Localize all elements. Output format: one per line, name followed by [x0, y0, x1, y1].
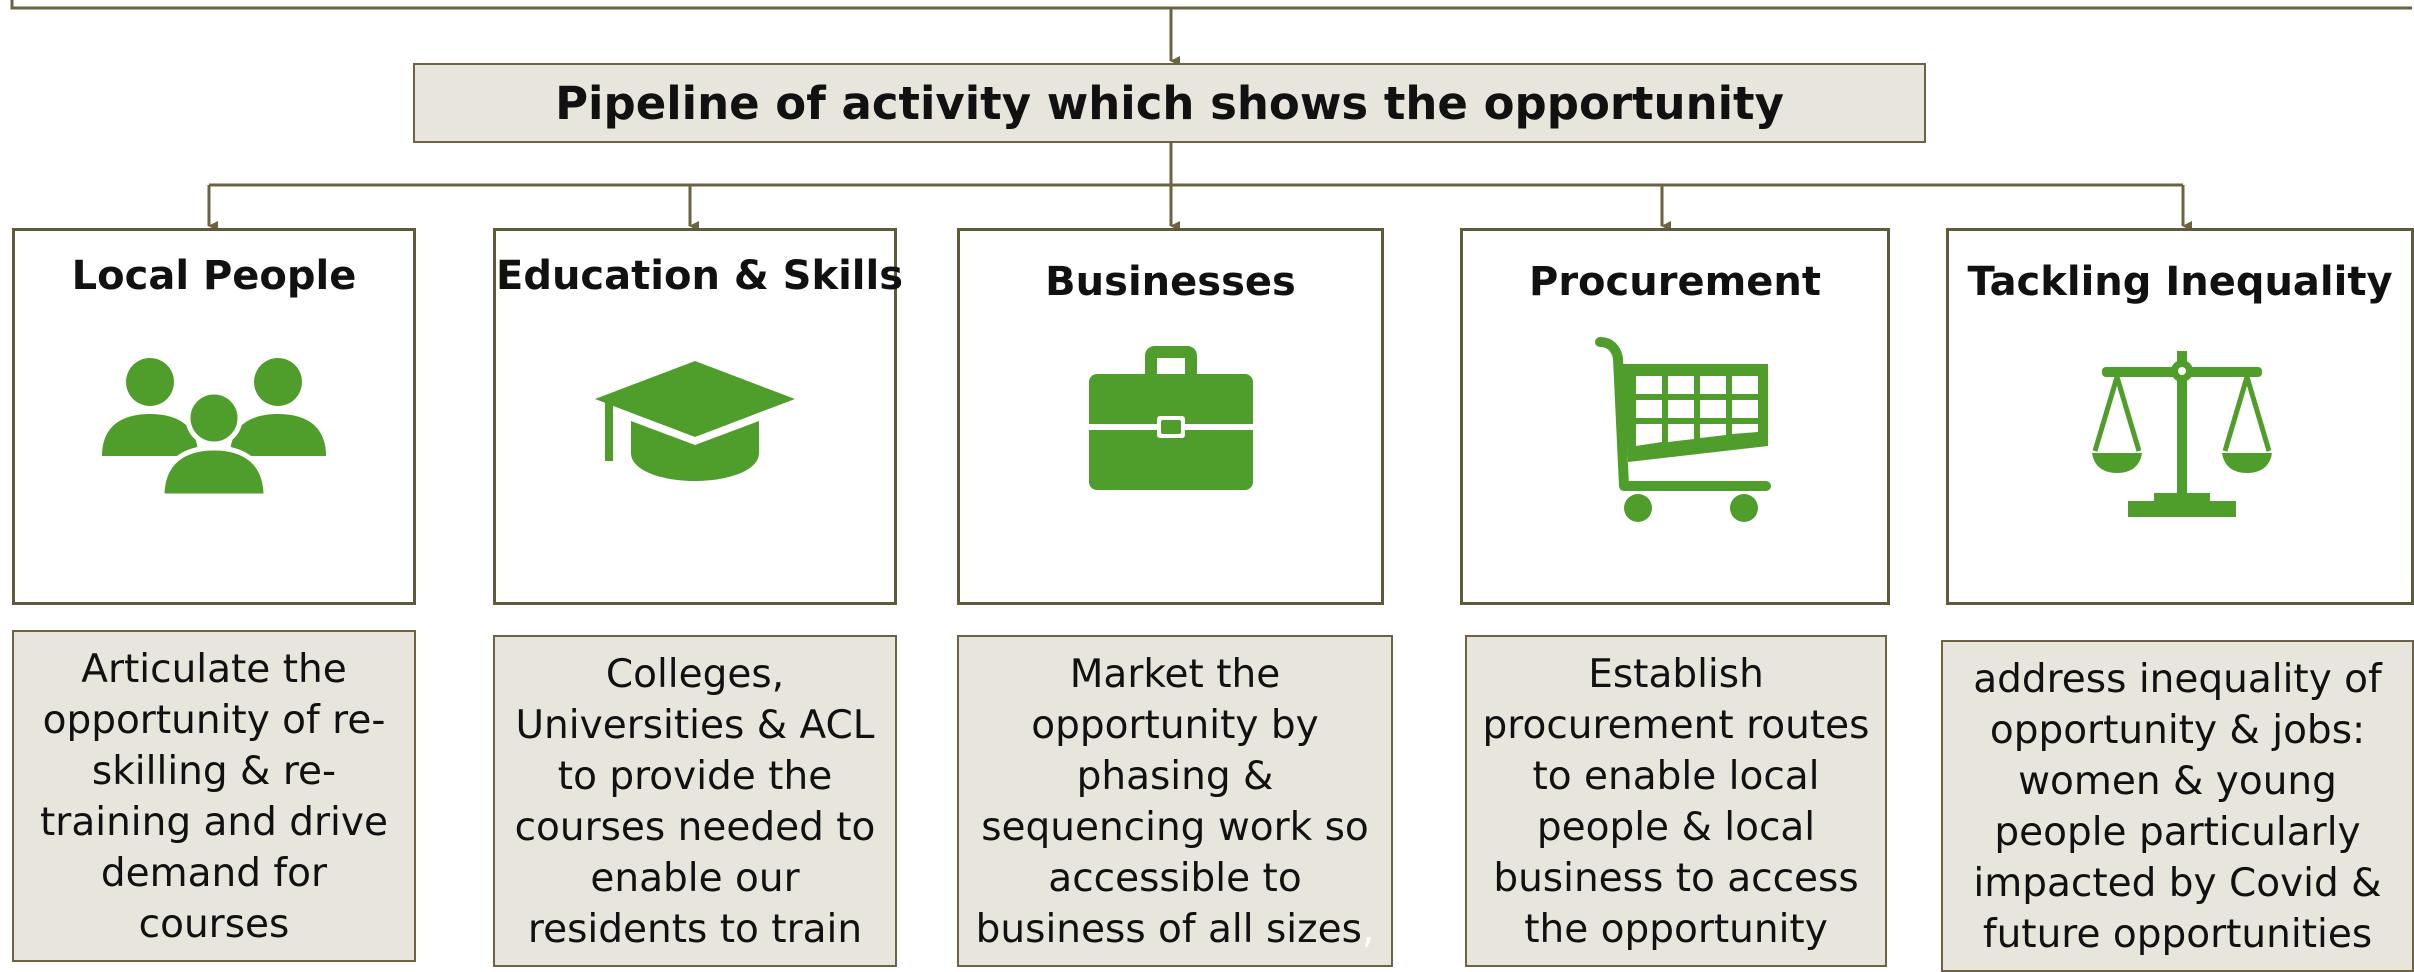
description-line: enable our [590, 856, 800, 901]
card-procurement: Procurement [1460, 228, 1890, 605]
description-line: residents to train [527, 907, 863, 952]
description-businesses: Market the opportunity by phasing & sequ… [957, 635, 1393, 967]
description-last-line: business of all sizes, [959, 904, 1391, 955]
description-line: to enable local [1532, 754, 1820, 799]
card-businesses: Businesses [957, 228, 1384, 605]
graduation-cap-icon [595, 361, 795, 485]
description-line: Establish [1588, 652, 1764, 697]
description-tackling-inequality: address inequality of opportunity & jobs… [1941, 640, 2414, 972]
card-local-people: Local People [12, 228, 416, 605]
description-line: business of all sizes [975, 907, 1362, 952]
shopping-cart-icon [1594, 336, 1774, 530]
description-education-skills: Colleges, Universities & ACL to provide … [493, 635, 897, 967]
card-title-local-people: Local People [71, 253, 357, 299]
description-line: demand for [100, 851, 328, 896]
description-procurement: Establish procurement routes to enable l… [1465, 635, 1887, 967]
card-title-education-skills: Education & Skills [496, 253, 904, 299]
description-line: opportunity by [1031, 703, 1319, 748]
description-line: courses [138, 902, 290, 947]
description-line: opportunity of re- [42, 698, 386, 743]
top-frame-line [10, 0, 2412, 10]
description-line: Colleges, [605, 652, 785, 697]
description-line: phasing & [1076, 754, 1274, 799]
description-line: business to access [1493, 856, 1859, 901]
card-tackling-inequality: Tackling Inequality [1946, 228, 2414, 605]
description-line: Universities & ACL [515, 703, 875, 748]
description-line: the opportunity [1524, 907, 1828, 952]
description-line: people & local [1536, 805, 1816, 850]
people-group-icon [102, 356, 326, 500]
pipeline-header-box: Pipeline of activity which shows the opp… [413, 63, 1926, 143]
card-education-skills: Education & Skills [493, 228, 904, 605]
description-line: people particularly [1994, 810, 2361, 855]
briefcase-icon [1088, 346, 1253, 494]
description-line: Articulate the [81, 647, 347, 692]
description-line: accessible to [1048, 856, 1302, 901]
description-line: skilling & re- [91, 749, 337, 794]
description-line: training and drive [40, 800, 388, 845]
header-incoming-arrow [890, 6, 1180, 66]
trailing-comma: , [1361, 907, 1375, 952]
description-line: women & young [2018, 759, 2337, 804]
description-local-people: Articulate the opportunity of re- skilli… [12, 630, 416, 962]
card-title-tackling-inequality: Tackling Inequality [1967, 259, 2393, 305]
description-line: to provide the [557, 754, 833, 799]
description-line: address inequality of [1973, 657, 2382, 702]
card-title-procurement: Procurement [1529, 259, 1821, 305]
description-line: courses needed to [514, 805, 876, 850]
balance-scale-icon [2092, 343, 2272, 527]
pipeline-title: Pipeline of activity which shows the opp… [555, 76, 1784, 130]
description-line: procurement routes [1482, 703, 1870, 748]
card-title-businesses: Businesses [1045, 259, 1296, 305]
description-line: impacted by Covid & [1973, 861, 2382, 906]
description-line: future opportunities [1982, 912, 2373, 957]
description-line: opportunity & jobs: [1989, 708, 2366, 753]
description-line: Market the [1069, 652, 1281, 697]
description-line: sequencing work so [981, 805, 1369, 850]
